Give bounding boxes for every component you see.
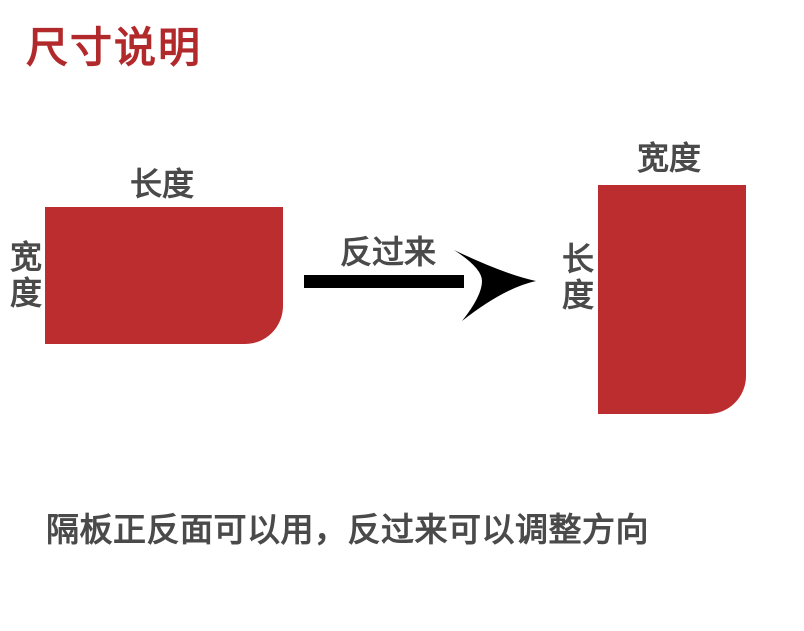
left-panel-width-label: 宽度 <box>9 238 42 312</box>
page-title: 尺寸说明 <box>26 23 203 72</box>
partition-board-rotated <box>598 185 746 414</box>
right-panel-length-label: 长度 <box>561 240 594 314</box>
left-panel-length-label: 长度 <box>130 165 195 203</box>
right-arrow-icon <box>304 250 536 321</box>
usage-note: 隔板正反面可以用，反过来可以调整方向 <box>46 510 649 549</box>
partition-board-original <box>45 207 283 344</box>
right-panel-width-label: 宽度 <box>637 139 702 177</box>
flip-label: 反过来 <box>340 233 437 271</box>
